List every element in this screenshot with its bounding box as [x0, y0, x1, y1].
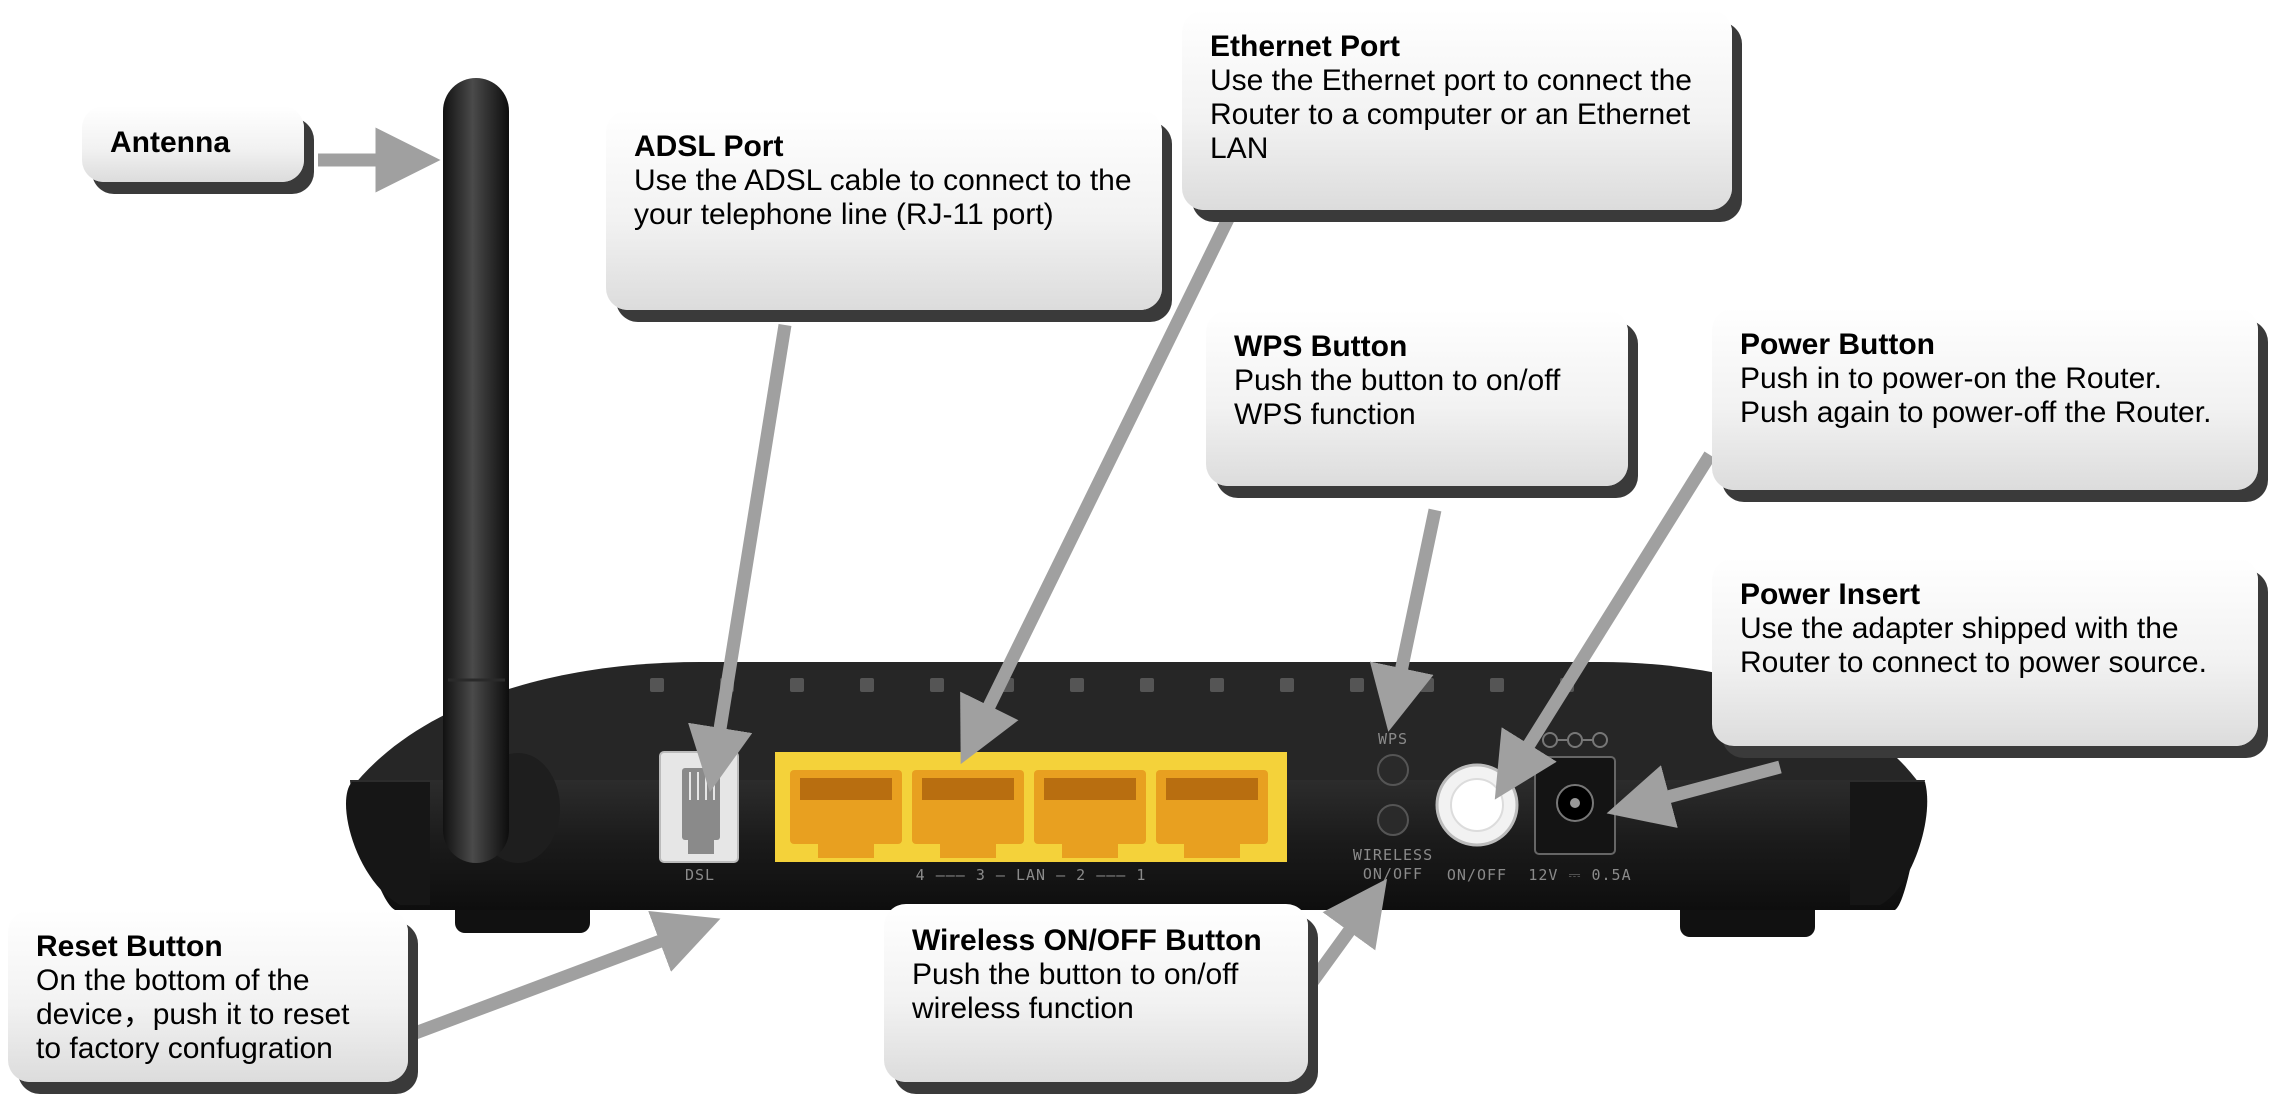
dsl-port-label: DSL — [685, 866, 715, 884]
callout-antenna-title: Antenna — [110, 126, 230, 159]
lan-port-1 — [1156, 770, 1268, 858]
router-side-left — [345, 782, 430, 905]
connector-arrows — [318, 127, 1782, 1042]
callout-adsl-desc: Use the ADSL cable to connect to the you… — [634, 164, 1132, 231]
antenna-shaft — [443, 78, 509, 863]
dsl-port — [659, 751, 739, 863]
callout-ethernet-desc: Use the Ethernet port to connect the Rou… — [1210, 64, 1692, 165]
wps-label: WPS — [1378, 730, 1408, 748]
wireless-button — [1377, 804, 1409, 836]
callout-wireless-button: Wireless ON/OFF Button Push the button t… — [884, 904, 1308, 1082]
callout-wireless-title: Wireless ON/OFF Button — [912, 924, 1262, 957]
callout-power-insert-desc: Use the adapter shipped with the Router … — [1740, 612, 2207, 679]
arrow-wps — [1369, 508, 1442, 732]
callout-adsl-port: ADSL Port Use the ADSL cable to connect … — [606, 110, 1162, 310]
power-rating-label: 12V ⎓ 0.5A — [1528, 866, 1631, 884]
wireless-label: WIRELESS — [1353, 846, 1433, 864]
power-button — [1435, 763, 1519, 847]
callout-reset-desc: On the bottom of the device，push it to r… — [36, 964, 350, 1065]
callout-ethernet-port: Ethernet Port Use the Ethernet port to c… — [1182, 10, 1732, 210]
lan-port-2 — [1034, 770, 1146, 858]
power-onoff-label: ON/OFF — [1447, 866, 1507, 884]
antenna — [443, 78, 560, 863]
router-side-right — [1850, 782, 1928, 905]
arrow-power-insert — [1606, 760, 1782, 828]
arrow-power-button — [1494, 451, 1716, 800]
callout-reset-button: Reset Button On the bottom of the device… — [8, 910, 408, 1082]
callout-wireless-desc: Push the button to on/off wireless funct… — [912, 958, 1239, 1025]
callout-adsl-title: ADSL Port — [634, 130, 784, 163]
callout-wps-button: WPS Button Push the button to on/off WPS… — [1206, 310, 1628, 486]
lan-port-label: 4 ——— 3 — LAN — 2 ——— 1 — [916, 866, 1147, 884]
lan-port-panel — [775, 752, 1287, 862]
lan-port-4 — [790, 770, 902, 858]
arrow-wireless — [1304, 878, 1388, 989]
callout-wps-title: WPS Button — [1234, 330, 1408, 363]
callout-power-button-title: Power Button — [1740, 328, 1935, 361]
arrow-reset — [407, 910, 721, 1042]
callout-wps-desc: Push the button to on/off WPS function — [1234, 364, 1561, 431]
arrow-ethernet — [960, 212, 1236, 765]
lan-port-3 — [912, 770, 1024, 858]
wps-button — [1377, 754, 1409, 786]
wireless-onoff-label: ON/OFF — [1363, 865, 1423, 883]
callout-antenna: Antenna — [82, 106, 304, 182]
callout-power-insert: Power Insert Use the adapter shipped wit… — [1712, 558, 2258, 746]
arrow-adsl — [688, 323, 792, 793]
callout-power-button-desc: Push in to power-on the Router. Push aga… — [1740, 362, 2212, 429]
callout-reset-title: Reset Button — [36, 930, 223, 963]
callout-power-insert-title: Power Insert — [1740, 578, 1921, 611]
callout-ethernet-title: Ethernet Port — [1210, 30, 1401, 63]
callout-power-button: Power Button Push in to power-on the Rou… — [1712, 308, 2258, 490]
